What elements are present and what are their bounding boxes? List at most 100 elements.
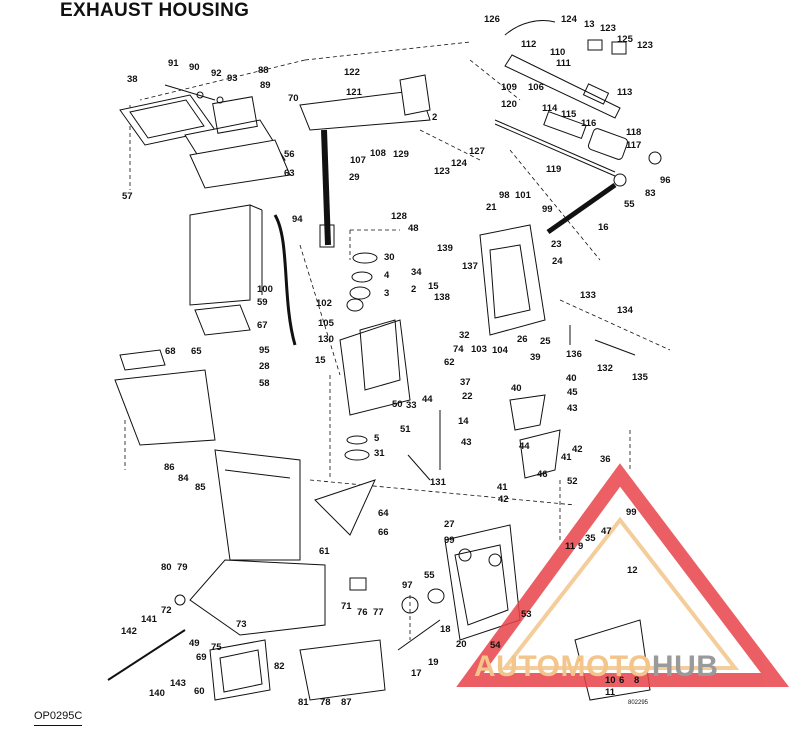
part-number-label: 3 [384, 288, 389, 299]
part-number-label: 141 [141, 614, 158, 625]
part-number-label: 63 [284, 168, 295, 179]
part-number-label: 49 [189, 638, 200, 649]
part-number-label: 19 [428, 657, 439, 668]
part-number-label: 20 [456, 639, 467, 650]
part-number-label: 17 [411, 668, 422, 679]
part-number-label: 55 [424, 570, 435, 581]
part-number-label: 79 [177, 562, 188, 573]
part-number-label: 53 [521, 609, 532, 620]
watermark-logo [456, 463, 790, 687]
part-number-label: 85 [195, 482, 206, 493]
part-number-label: 121 [346, 87, 363, 98]
part-number-label: 47 [601, 526, 612, 537]
part-number-label: 98 [499, 190, 510, 201]
part-number-label: 120 [501, 99, 517, 110]
part-number-label: 9 [578, 541, 583, 552]
part-number-label: 28 [259, 361, 270, 372]
part-number-label: 16 [598, 222, 609, 233]
part-number-label: 43 [461, 437, 472, 448]
part-number-label: 115 [561, 109, 577, 120]
part-number-label: 89 [260, 80, 271, 91]
part-number-label: 18 [440, 624, 451, 635]
part-number-label: 60 [194, 686, 205, 697]
part-number-label: 96 [660, 175, 671, 186]
part-number-label: 101 [515, 190, 532, 201]
part-number-label: 73 [236, 619, 247, 630]
part-number-label: 95 [259, 345, 270, 356]
part-number-label: 71 [341, 601, 352, 612]
part-number-label: 87 [341, 697, 352, 708]
part-number-label: 132 [597, 363, 613, 374]
part-number-label: 61 [319, 546, 330, 557]
part-number-label: 41 [561, 452, 572, 463]
part-number-label: 77 [373, 607, 384, 618]
part-number-label: 32 [459, 330, 470, 341]
watermark-brand-b: HUB [651, 650, 719, 683]
part-number-label: 14 [458, 416, 469, 427]
part-number-label: 143 [170, 678, 186, 689]
part-number-label: 127 [469, 146, 485, 157]
part-number-label: 142 [121, 626, 137, 637]
watermark-brand-text: AUTOMOTOHUB [474, 650, 718, 684]
part-number-label: 83 [645, 188, 656, 199]
part-number-label: 50 [392, 399, 403, 410]
part-number-label: 129 [393, 149, 409, 160]
part-number-label: 12 [627, 565, 638, 576]
part-number-label: 46 [537, 469, 548, 480]
part-number-label: 59 [257, 297, 268, 308]
part-number-label: 86 [164, 462, 175, 473]
part-number-label: 106 [528, 82, 544, 93]
part-number-label: 126 [484, 14, 500, 25]
part-number-label: 68 [165, 346, 176, 357]
part-number-label: 93 [227, 73, 238, 84]
part-number-label: 140 [149, 688, 165, 699]
part-number-label: 123 [600, 23, 616, 34]
part-number-label: 114 [542, 103, 558, 114]
part-number-label: 105 [318, 318, 335, 329]
part-number-label: 84 [178, 473, 189, 484]
part-number-label: 138 [434, 292, 450, 303]
part-number-label: 51 [400, 424, 411, 435]
part-number-label: 40 [566, 373, 577, 384]
part-number-label: 134 [617, 305, 634, 316]
part-number-label: 133 [580, 290, 596, 301]
part-number-label: 80 [161, 562, 172, 573]
part-number-label: 97 [402, 580, 413, 591]
part-number-label: 112 [521, 39, 536, 50]
part-number-label: 82 [274, 661, 285, 672]
part-number-label: 30 [384, 252, 395, 263]
part-number-label: 100 [257, 284, 273, 295]
part-number-label: 67 [257, 320, 268, 331]
part-number-label: 35 [585, 533, 596, 544]
part-number-label: 10 [605, 675, 616, 686]
part-number-label: 4 [384, 270, 390, 281]
diagram-code: OP0295C [34, 710, 83, 722]
part-number-label: 111 [556, 58, 572, 69]
part-number-label: 56 [284, 149, 295, 160]
page-title: EXHAUST HOUSING [60, 0, 250, 21]
part-number-label: 118 [626, 127, 641, 138]
part-number-label: 76 [357, 607, 368, 618]
part-number-label: 91 [168, 58, 179, 69]
part-number-label: 70 [288, 93, 299, 104]
part-number-label: 33 [406, 400, 417, 411]
part-number-label: 107 [350, 155, 366, 166]
part-number-label: 13 [584, 19, 595, 30]
part-number-label: 124 [561, 14, 578, 25]
diagram-small-code: 802295 [628, 700, 649, 706]
part-number-label: 29 [349, 172, 360, 183]
part-number-label: 25 [540, 336, 551, 347]
part-number-label: 5 [374, 433, 380, 444]
part-number-label: 15 [315, 355, 326, 366]
part-number-label: 88 [258, 65, 269, 76]
part-number-label: 99 [542, 204, 553, 215]
part-number-label: 72 [161, 605, 172, 616]
part-number-label: 37 [460, 377, 471, 388]
part-number-label: 130 [318, 334, 334, 345]
part-number-label: 27 [444, 519, 455, 530]
part-number-label: 104 [492, 345, 509, 356]
leader-and-outline-art [107, 20, 671, 701]
part-number-label: 74 [453, 344, 464, 355]
part-number-label: 69 [196, 652, 207, 663]
part-number-label: 99 [626, 507, 637, 518]
